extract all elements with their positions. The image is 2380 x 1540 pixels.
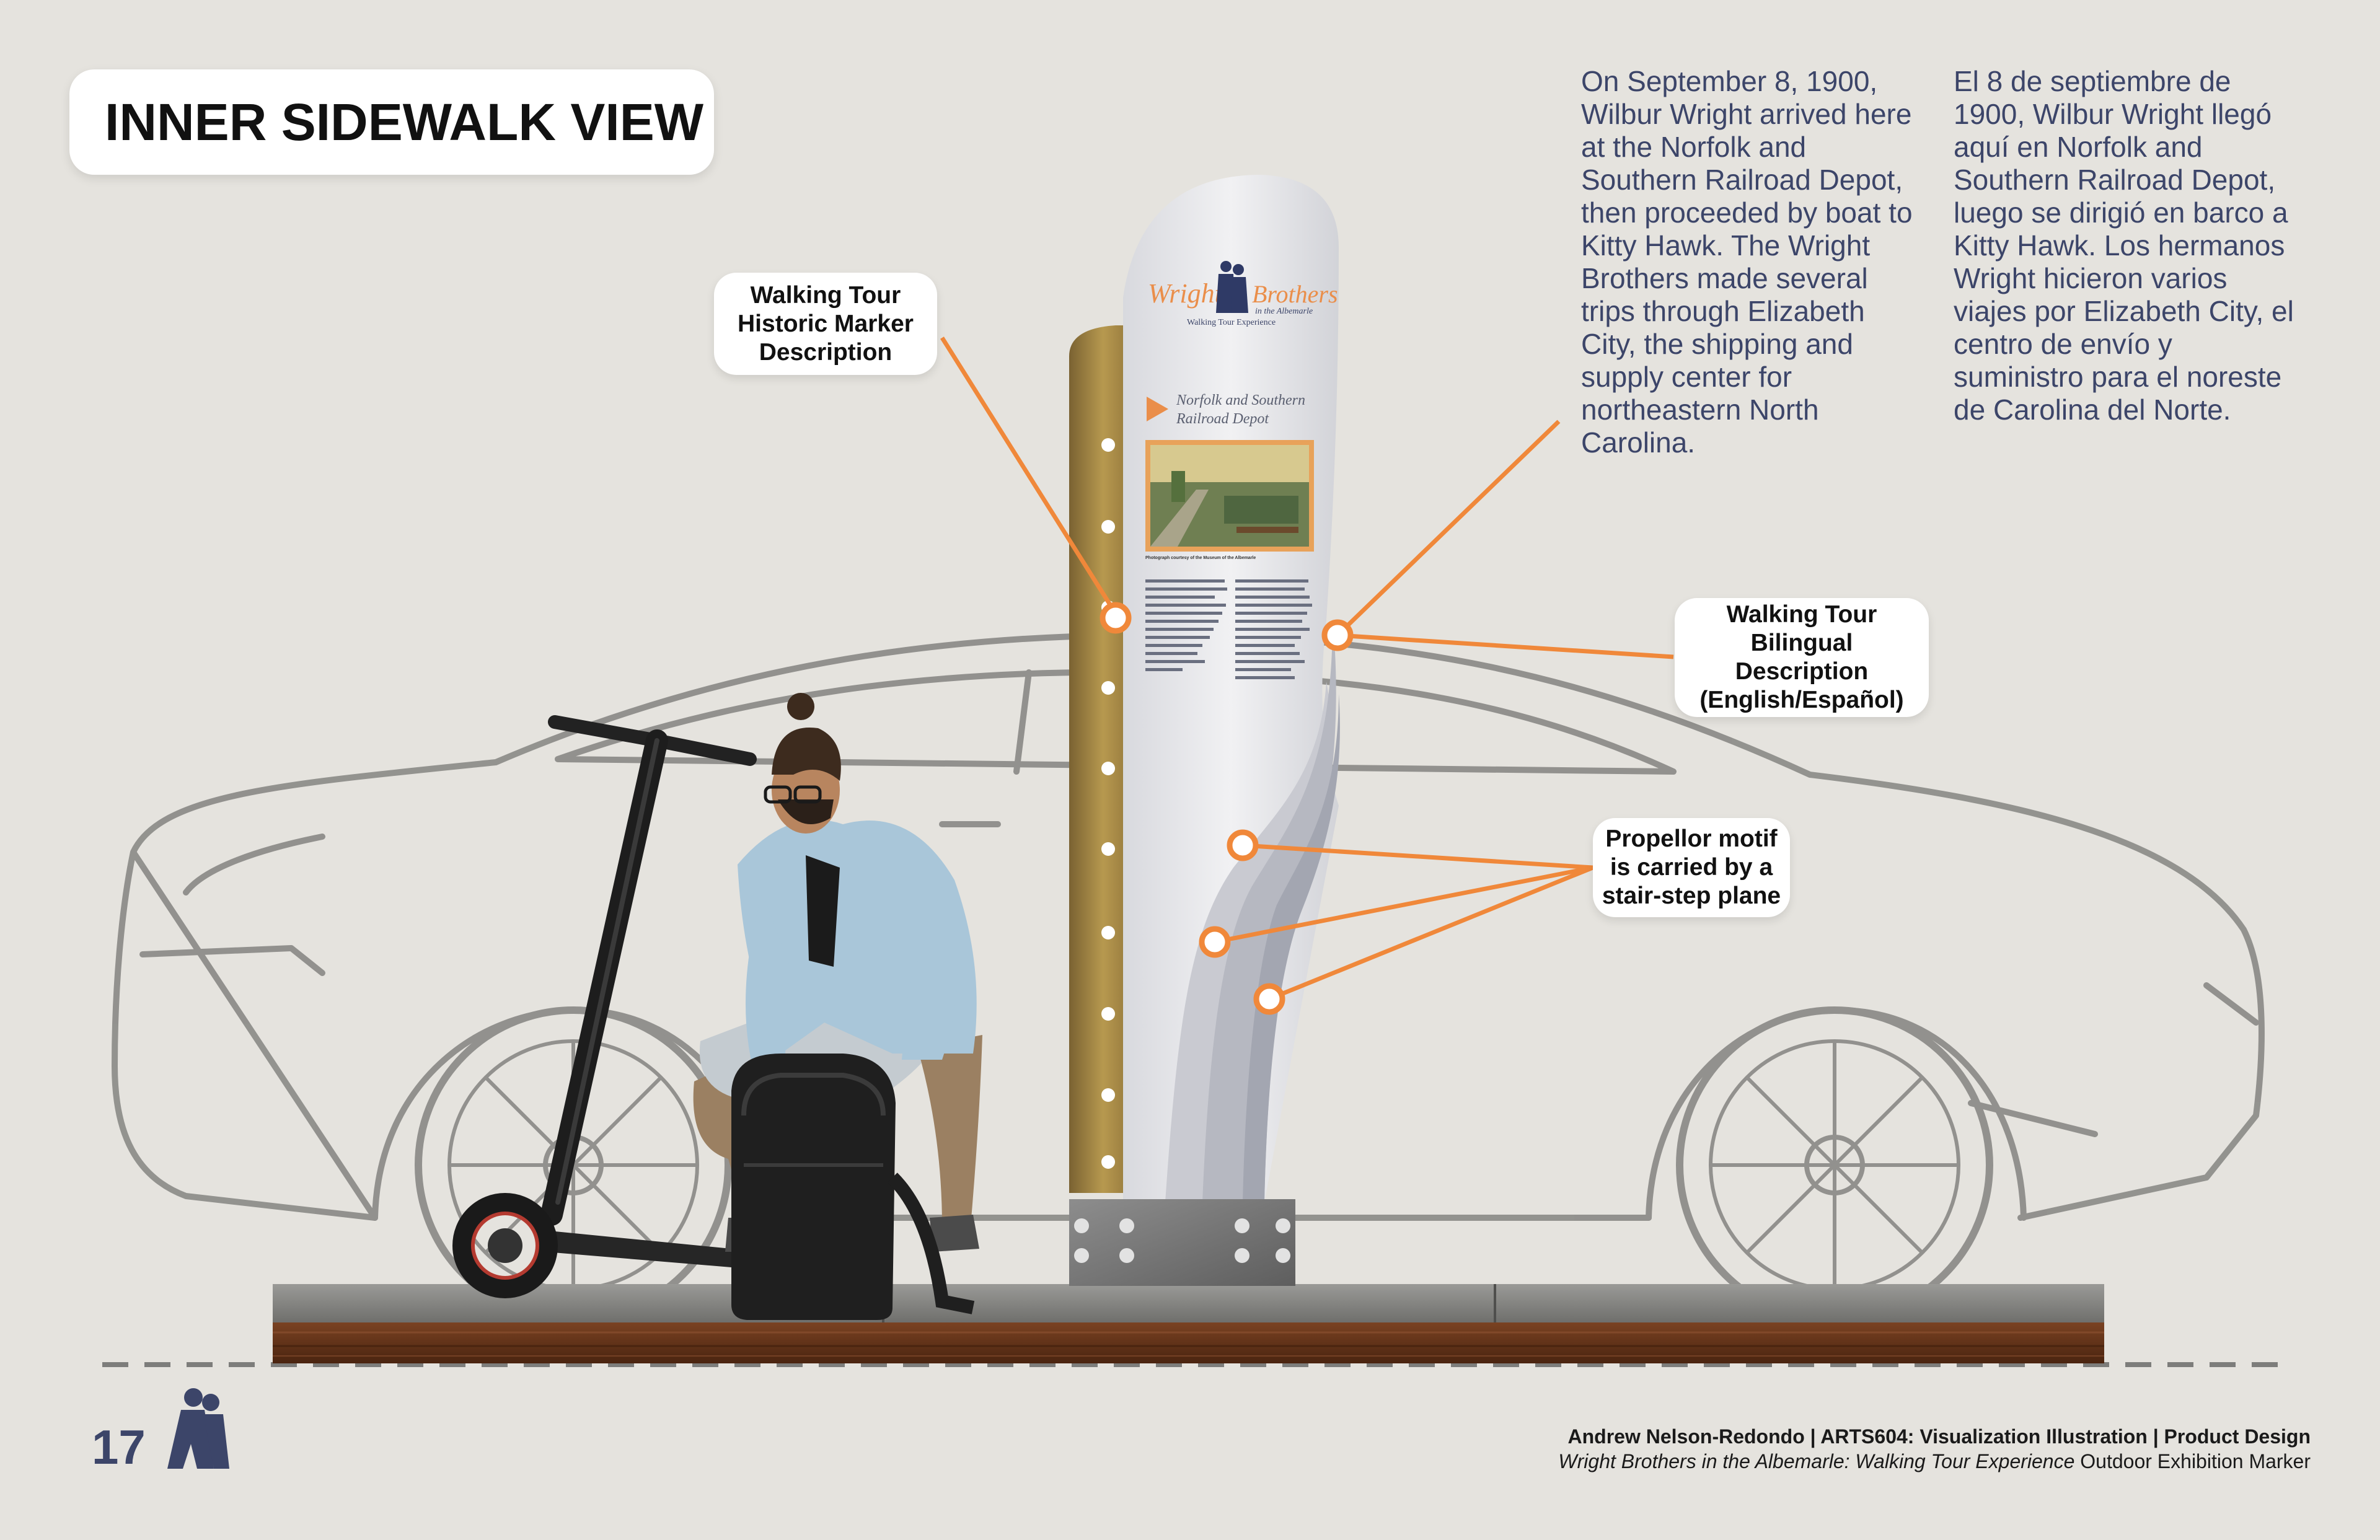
photo-caption: Photograph courtesy of the Museum of the… — [1145, 556, 1256, 560]
marker-dot-historic — [1100, 602, 1132, 634]
page-number: 17 — [92, 1420, 146, 1474]
sign-logo: Wright Brothers in the Albemarle Walking… — [1148, 261, 1338, 327]
callout-historic-marker: Walking Tour Historic Marker Description — [714, 273, 937, 375]
footer-subtitle-line: Wright Brothers in the Albemarle: Walkin… — [1558, 1449, 2311, 1474]
sign-heading-line1: Norfolk and Southern — [1176, 392, 1305, 408]
callout-propellor-motif: Propellor motif is carried by a stair-st… — [1593, 818, 1790, 917]
footer-credit-line: Andrew Nelson-Redondo | ARTS604: Visuali… — [1567, 1425, 2311, 1448]
footer-credits: Andrew Nelson-Redondo | ARTS604: Visuali… — [1558, 1424, 2311, 1474]
description-spanish: El 8 de septiembre de 1900, Wilbur Wrigh… — [1954, 65, 2294, 426]
backpack — [731, 1054, 975, 1320]
footer-subtitle-rest: Outdoor Exhibition Marker — [2074, 1450, 2311, 1472]
e-scooter — [452, 715, 757, 1298]
wright-brothers-silhouette-icon — [1216, 261, 1248, 313]
logo-albemarle-text: in the Albemarle — [1255, 307, 1313, 316]
heading-arrow-icon — [1147, 397, 1168, 421]
logo-brothers-text: Brothers — [1252, 280, 1338, 308]
logo-tagline-text: Walking Tour Experience — [1187, 318, 1276, 327]
sign-body-text — [1145, 579, 1312, 679]
marker-dot-bilingual — [1321, 619, 1354, 651]
wright-brothers-footer-icon — [167, 1388, 229, 1469]
footer-subtitle-italic: Wright Brothers in the Albemarle: Walkin… — [1558, 1450, 2075, 1472]
page-title: INNER SIDEWALK VIEW — [105, 92, 704, 151]
bronze-back-panel — [1069, 325, 1137, 1193]
sign-heading-line2: Railroad Depot — [1176, 411, 1269, 427]
steel-base-plate — [1069, 1199, 1295, 1286]
marker-base — [273, 1284, 2104, 1363]
marker-dot-propellor-2 — [1199, 926, 1231, 958]
description-english: On September 8, 1900, Wilbur Wright arri… — [1581, 65, 1913, 459]
depot-photo — [1145, 440, 1314, 552]
logo-wright-text: Wright — [1148, 278, 1223, 309]
callout-bilingual-description: Walking Tour Bilingual Description (Engl… — [1675, 598, 1929, 717]
page-title-badge: INNER SIDEWALK VIEW — [69, 69, 714, 175]
marker-dot-propellor-3 — [1253, 983, 1285, 1015]
marker-dot-propellor-1 — [1227, 829, 1259, 861]
callout-leader-lines — [940, 337, 1674, 1001]
callout-markers — [1100, 602, 1354, 1015]
historic-marker-sign: Wright Brothers in the Albemarle Walking… — [1069, 175, 1340, 1286]
